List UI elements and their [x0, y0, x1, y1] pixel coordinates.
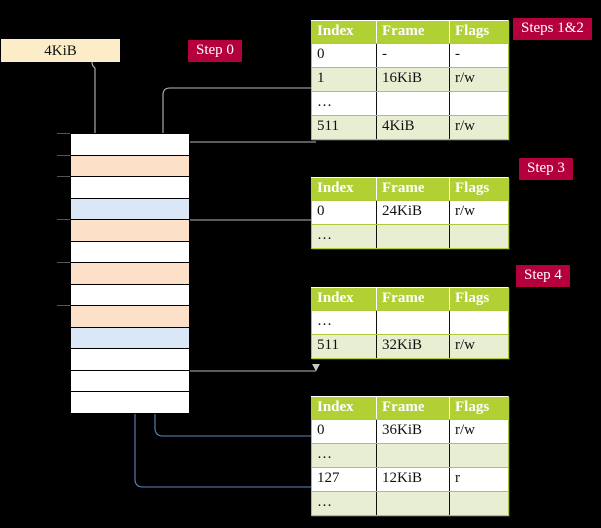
cell-frame: 24KiB [376, 200, 450, 225]
cell-index: 511 [311, 115, 377, 140]
cell-frame: 32KiB [376, 334, 450, 359]
cell-index: … [311, 310, 377, 335]
wire-mem-to-l2-row511 [177, 322, 320, 372]
cell-frame [376, 91, 450, 116]
memory-row-tick [57, 133, 70, 134]
column-header-flags: Flags [449, 177, 509, 201]
table-row[interactable]: … [311, 91, 509, 116]
cell-frame [376, 310, 450, 335]
cell-index: 0 [311, 200, 377, 225]
column-header-frame: Frame [376, 396, 450, 420]
memory-frame-row [70, 241, 190, 263]
badge-step-4: Step 4 [516, 265, 570, 287]
cell-flags [449, 310, 509, 335]
table-row[interactable]: … [311, 443, 509, 468]
cell-frame: - [376, 43, 450, 68]
column-header-frame: Frame [376, 287, 450, 311]
column-header-flags: Flags [449, 20, 509, 44]
table-row[interactable]: … [311, 491, 509, 516]
physical-memory-column [57, 133, 190, 414]
badge-steps-1-2: Steps 1&2 [513, 18, 592, 40]
column-header-index: Index [311, 177, 377, 201]
memory-frame-row [70, 370, 190, 392]
memory-row-tick [57, 155, 70, 156]
memory-frame-row [70, 176, 190, 199]
wire-l3-row0-to-mem [177, 219, 316, 300]
cell-frame [376, 491, 450, 516]
cell-flags: r [449, 467, 509, 492]
cell-flags [449, 491, 509, 516]
cell-flags: r/w [449, 419, 509, 444]
cell-index: 1 [311, 67, 377, 92]
cell-flags: - [449, 43, 509, 68]
column-header-frame: Frame [376, 177, 450, 201]
cell-frame: 16KiB [376, 67, 450, 92]
memory-frame-row [70, 284, 190, 306]
column-header-index: Index [311, 287, 377, 311]
cell-frame: 12KiB [376, 467, 450, 492]
badge-step-0: Step 0 [188, 40, 242, 62]
cell-index: 127 [311, 467, 377, 492]
cell-index: 511 [311, 334, 377, 359]
cell-flags [449, 443, 509, 468]
wire-l4-row511-to-mem [177, 141, 316, 257]
cell-index: 0 [311, 419, 377, 444]
cell-index: 0 [311, 43, 377, 68]
source-box-label: 4KiB [44, 43, 77, 59]
cell-frame [376, 443, 450, 468]
column-header-flags: Flags [449, 396, 509, 420]
cell-flags: r/w [449, 334, 509, 359]
memory-row-tick [57, 176, 70, 177]
memory-frame-row [70, 155, 190, 177]
memory-frame-row [70, 348, 190, 371]
column-header-flags: Flags [449, 287, 509, 311]
cell-frame: 4KiB [376, 115, 450, 140]
cell-frame: 36KiB [376, 419, 450, 444]
cell-index: … [311, 224, 377, 249]
cell-frame [376, 224, 450, 249]
cell-flags [449, 91, 509, 116]
memory-row-tick [57, 219, 70, 220]
memory-frame-row [70, 219, 190, 242]
source-box-4kib: 4KiB [1, 39, 120, 62]
cell-flags: r/w [449, 67, 509, 92]
table-row[interactable]: … [311, 310, 509, 335]
column-header-index: Index [311, 20, 377, 44]
cell-flags: r/w [449, 200, 509, 225]
column-header-frame: Frame [376, 20, 450, 44]
memory-frame-row [70, 133, 190, 156]
cell-index: … [311, 91, 377, 116]
table-row[interactable]: … [311, 224, 509, 249]
memory-frame-row [70, 198, 190, 220]
cell-flags: r/w [449, 115, 509, 140]
memory-frame-row [70, 327, 190, 349]
column-header-index: Index [311, 396, 377, 420]
memory-frame-row [70, 262, 190, 285]
memory-frame-row [70, 305, 190, 328]
badge-step-3: Step 3 [519, 158, 573, 180]
cell-index: … [311, 443, 377, 468]
cell-index: … [311, 491, 377, 516]
memory-row-tick [57, 262, 70, 263]
memory-row-tick [57, 305, 70, 306]
cell-flags [449, 224, 509, 249]
table-row[interactable]: 0-- [311, 43, 509, 68]
memory-frame-row [70, 391, 190, 414]
